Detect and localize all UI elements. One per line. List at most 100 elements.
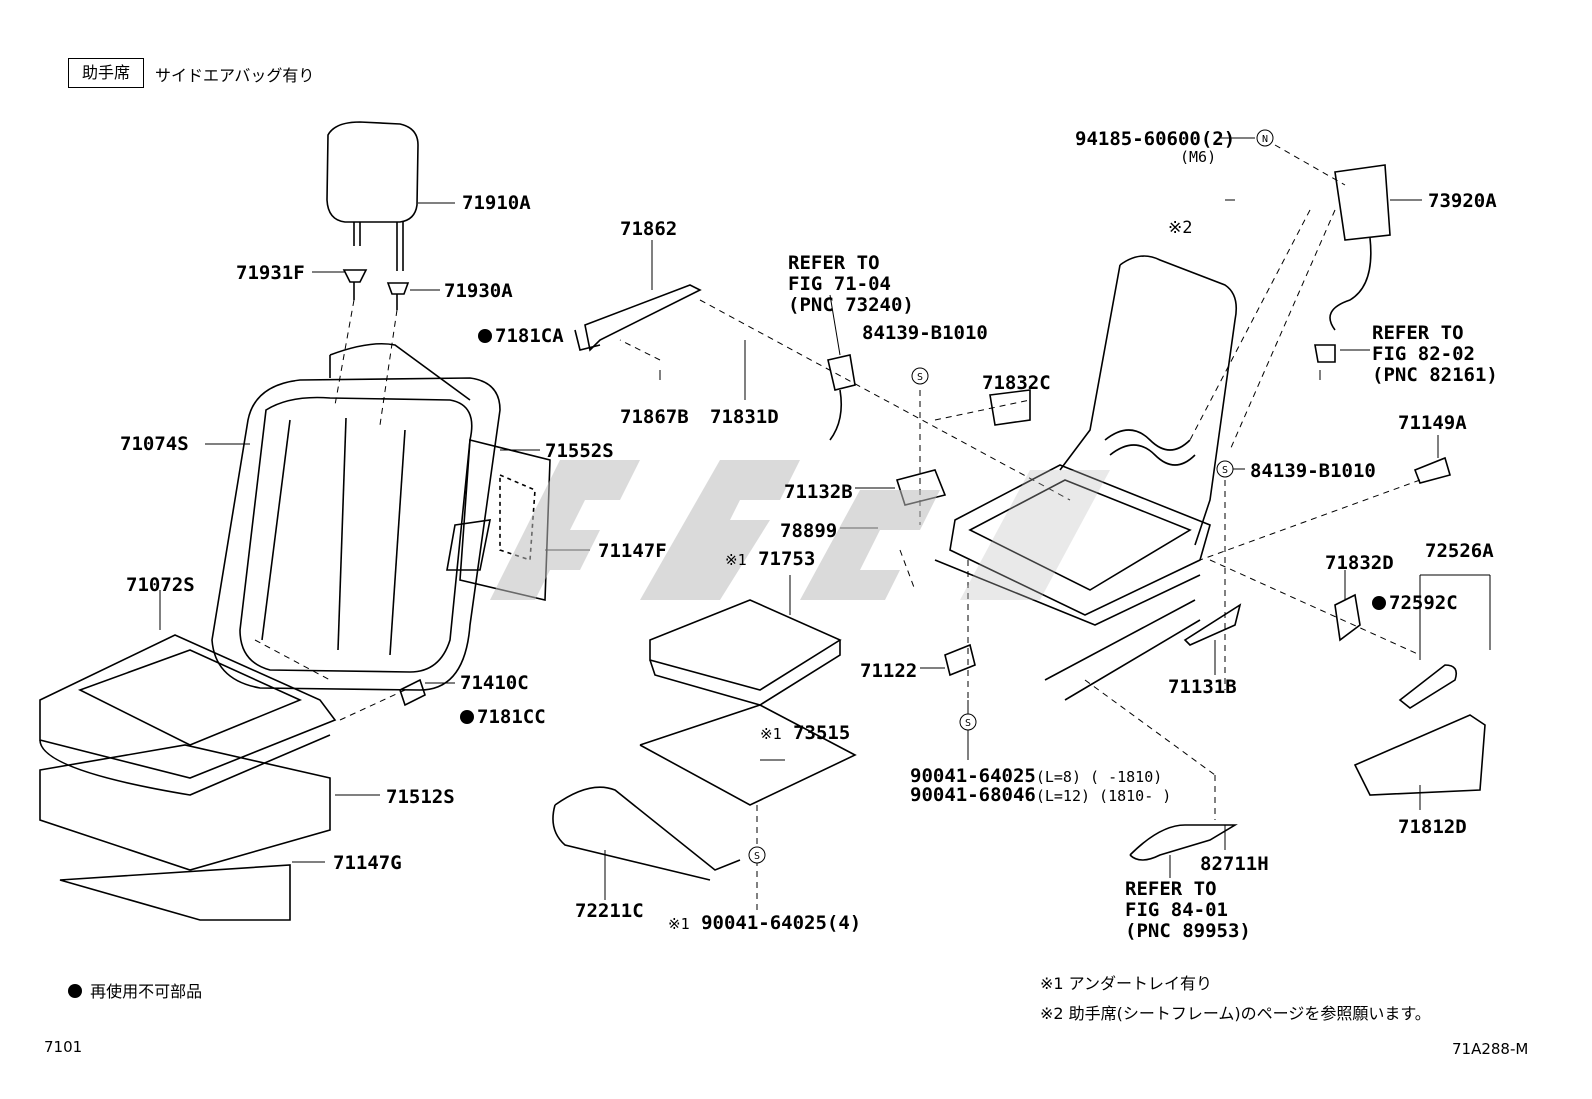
side-panel-drawing [459, 438, 551, 602]
cover-71862-drawing [584, 284, 702, 352]
belt-buckle-drawing [827, 354, 856, 391]
part-82711H[interactable]: 82711H [1200, 853, 1269, 875]
part-84139-B1010-b[interactable]: 84139-B1010 [1250, 460, 1376, 482]
part-94185-60600[interactable]: 94185-60600(2) [1075, 128, 1236, 150]
bolt-l8-number: 90041-64025 [910, 765, 1036, 787]
part-90041-64025-L8[interactable]: 90041-64025(L=8) ( -1810) [910, 765, 1162, 787]
part-72592C[interactable]: 72592C [1372, 592, 1458, 614]
pad-71131B-drawing [1183, 603, 1242, 646]
part-71753-label: 71753 [758, 548, 816, 570]
clip-71149A-drawing [1413, 456, 1451, 484]
part-71910A[interactable]: 71910A [462, 192, 531, 214]
part-72211C[interactable]: 72211C [575, 900, 644, 922]
part-7181CA-label: 7181CA [495, 325, 564, 347]
clip-71410C-drawing [399, 678, 426, 707]
part-71812D[interactable]: 71812D [1398, 816, 1467, 838]
part-7181CC-label: 7181CC [477, 706, 546, 728]
part-71862[interactable]: 71862 [620, 218, 678, 240]
non-reusable-dot-icon [68, 984, 82, 998]
lever-drawing [1398, 664, 1458, 709]
cushion-pad-drawing [39, 744, 331, 871]
refer-84-01-line1[interactable]: REFER TO [1125, 878, 1217, 900]
seat-position-label: 助手席 [68, 58, 144, 88]
tray-drawing [649, 599, 842, 691]
part-78899[interactable]: 78899 [780, 520, 838, 542]
part-71930A[interactable]: 71930A [444, 280, 513, 302]
seat-cushion-drawing [39, 634, 337, 796]
condition-label: サイドエアバッグ有り [155, 66, 315, 85]
cover-71812D-drawing [1353, 714, 1486, 796]
part-71552S[interactable]: 71552S [545, 440, 614, 462]
part-90041-4-label: 90041-64025(4) [701, 912, 862, 934]
note1-mark: ※1 [725, 551, 747, 569]
part-73515-label: 73515 [793, 722, 851, 744]
bracket-71832C-drawing [989, 389, 1031, 426]
part-71072S[interactable]: 71072S [126, 574, 195, 596]
bolt-l8-note: (L=8) ( -1810) [1035, 768, 1163, 786]
refer-71-04-line3[interactable]: (PNC 73240) [788, 294, 914, 316]
s-mark: S [754, 851, 760, 862]
part-72526A[interactable]: 72526A [1425, 540, 1494, 562]
footnote-2: ※2 助手席(シートフレーム)のページを参照願います。 [1040, 1004, 1431, 1023]
bolt-l12-number: 90041-68046 [910, 784, 1036, 806]
part-71122[interactable]: 71122 [860, 660, 918, 682]
refer-71-04-line2[interactable]: FIG 71-04 [788, 273, 891, 295]
refer-82-02-line1[interactable]: REFER TO [1372, 322, 1464, 344]
part-71867B[interactable]: 71867B [620, 406, 689, 428]
part-71931F[interactable]: 71931F [236, 262, 305, 284]
refer-82-02-line2[interactable]: FIG 82-02 [1372, 343, 1475, 365]
wire-73515-drawing [639, 704, 857, 806]
part-71132B[interactable]: 71132B [784, 481, 853, 503]
bracket-71832D-drawing [1334, 593, 1361, 642]
part-71831D[interactable]: 71831D [710, 406, 779, 428]
part-73920A[interactable]: 73920A [1428, 190, 1497, 212]
guide-71931F-drawing [342, 269, 368, 283]
part-84139-B1010-a[interactable]: 84139-B1010 [862, 322, 988, 344]
part-72592C-label: 72592C [1389, 592, 1458, 614]
guide-71930A-drawing [386, 282, 410, 295]
part-71149A[interactable]: 71149A [1398, 412, 1467, 434]
footnote-1: ※1 アンダートレイ有り [1040, 974, 1213, 993]
wire-72211C-drawing [554, 786, 741, 871]
bracket-71122-drawing [944, 643, 976, 677]
s-mark: S [965, 718, 971, 729]
s-mark: S [917, 372, 923, 383]
airbag-drawing [1334, 164, 1391, 241]
refer-84-01-line2[interactable]: FIG 84-01 [1125, 899, 1228, 921]
page-code: 7101 [44, 1038, 83, 1056]
harness-drawing [1129, 824, 1238, 861]
part-71512S[interactable]: 71512S [386, 786, 455, 808]
part-90041-64025-4[interactable]: ※1 90041-64025(4) [668, 912, 861, 934]
part-71410C[interactable]: 71410C [460, 672, 529, 694]
part-90041-68046-L12[interactable]: 90041-68046(L=12) (1810- ) [910, 784, 1171, 806]
note2-mark: ※2 [1168, 218, 1193, 238]
n-mark: N [1262, 134, 1268, 145]
legend-text: 再使用不可部品 [90, 982, 203, 1001]
refer-84-01-line3[interactable]: (PNC 89953) [1125, 920, 1251, 942]
refer-82-02-line3[interactable]: (PNC 82161) [1372, 364, 1498, 386]
part-73515[interactable]: ※1 73515 [760, 722, 850, 744]
part-71753[interactable]: ※1 71753 [725, 548, 815, 570]
non-reusable-dot-icon [460, 710, 474, 724]
part-7181CC[interactable]: 7181CC [460, 706, 546, 728]
bolt-l12-note: (L=12) (1810- ) [1035, 787, 1172, 805]
note1-mark: ※1 [760, 725, 782, 743]
part-94185-size: (M6) [1180, 148, 1217, 166]
part-71147F[interactable]: 71147F [598, 540, 667, 562]
non-reusable-dot-icon [478, 329, 492, 343]
refer-71-04-line1[interactable]: REFER TO [788, 252, 880, 274]
part-71074S[interactable]: 71074S [120, 433, 189, 455]
part-71131B[interactable]: 71131B [1168, 676, 1237, 698]
note1-mark: ※1 [668, 915, 690, 933]
part-7181CA[interactable]: 7181CA [478, 325, 564, 347]
part-71832D[interactable]: 71832D [1325, 552, 1394, 574]
part-71832C[interactable]: 71832C [982, 372, 1051, 394]
drawing-id: 71A288-M [1452, 1040, 1529, 1058]
headrest-drawing [326, 121, 419, 271]
part-71147G[interactable]: 71147G [333, 852, 402, 874]
s-mark: S [1222, 465, 1228, 476]
seatback-drawing [211, 342, 501, 691]
legend-non-reusable: 再使用不可部品 [68, 978, 202, 1002]
non-reusable-dot-icon [1372, 596, 1386, 610]
